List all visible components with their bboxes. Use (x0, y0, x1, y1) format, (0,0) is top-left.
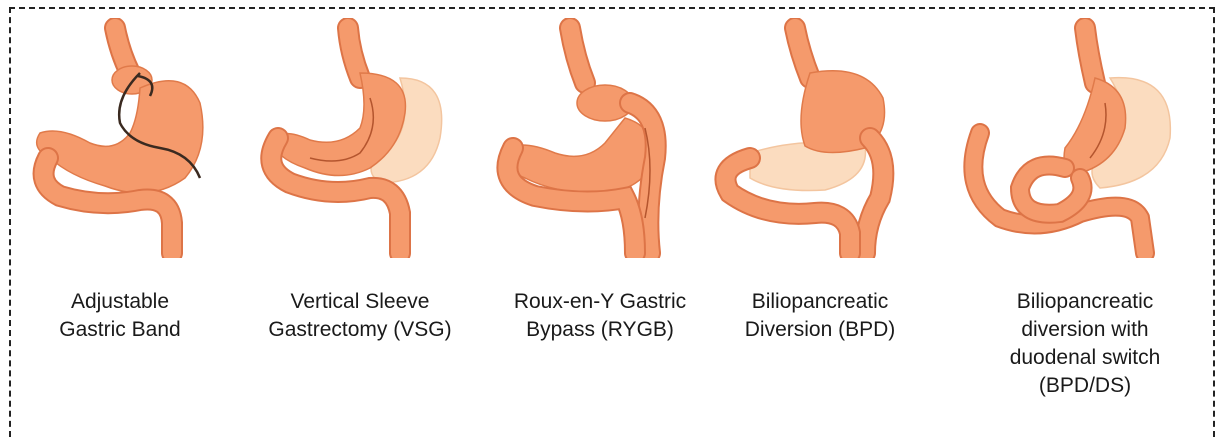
label-line: Roux-en-Y Gastric (480, 288, 720, 316)
label-line: Adjustable (20, 288, 220, 316)
illustration-biliopancreatic-diversion (705, 18, 935, 258)
label-line: Biliopancreatic (975, 288, 1195, 316)
label-line: duodenal switch (975, 344, 1195, 372)
label-line: Diversion (BPD) (715, 316, 925, 344)
label-line: Gastric Band (20, 316, 220, 344)
label-line: Biliopancreatic (715, 288, 925, 316)
label-line: Vertical Sleeve (245, 288, 475, 316)
label-line: Gastrectomy (VSG) (245, 316, 475, 344)
label-biliopancreatic-diversion: Biliopancreatic Diversion (BPD) (715, 288, 925, 344)
label-biliopancreatic-diversion-duodenal-switch: Biliopancreatic diversion with duodenal … (975, 288, 1195, 400)
illustration-vertical-sleeve-gastrectomy (250, 18, 480, 258)
illustration-adjustable-gastric-band (20, 18, 250, 258)
label-line: diversion with (975, 316, 1195, 344)
illustration-biliopancreatic-diversion-duodenal-switch (960, 18, 1200, 258)
label-line: (BPD/DS) (975, 372, 1195, 400)
label-roux-en-y-gastric-bypass: Roux-en-Y Gastric Bypass (RYGB) (480, 288, 720, 344)
label-line: Bypass (RYGB) (480, 316, 720, 344)
label-vertical-sleeve-gastrectomy: Vertical Sleeve Gastrectomy (VSG) (245, 288, 475, 344)
label-adjustable-gastric-band: Adjustable Gastric Band (20, 288, 220, 344)
illustration-roux-en-y-gastric-bypass (485, 18, 715, 258)
